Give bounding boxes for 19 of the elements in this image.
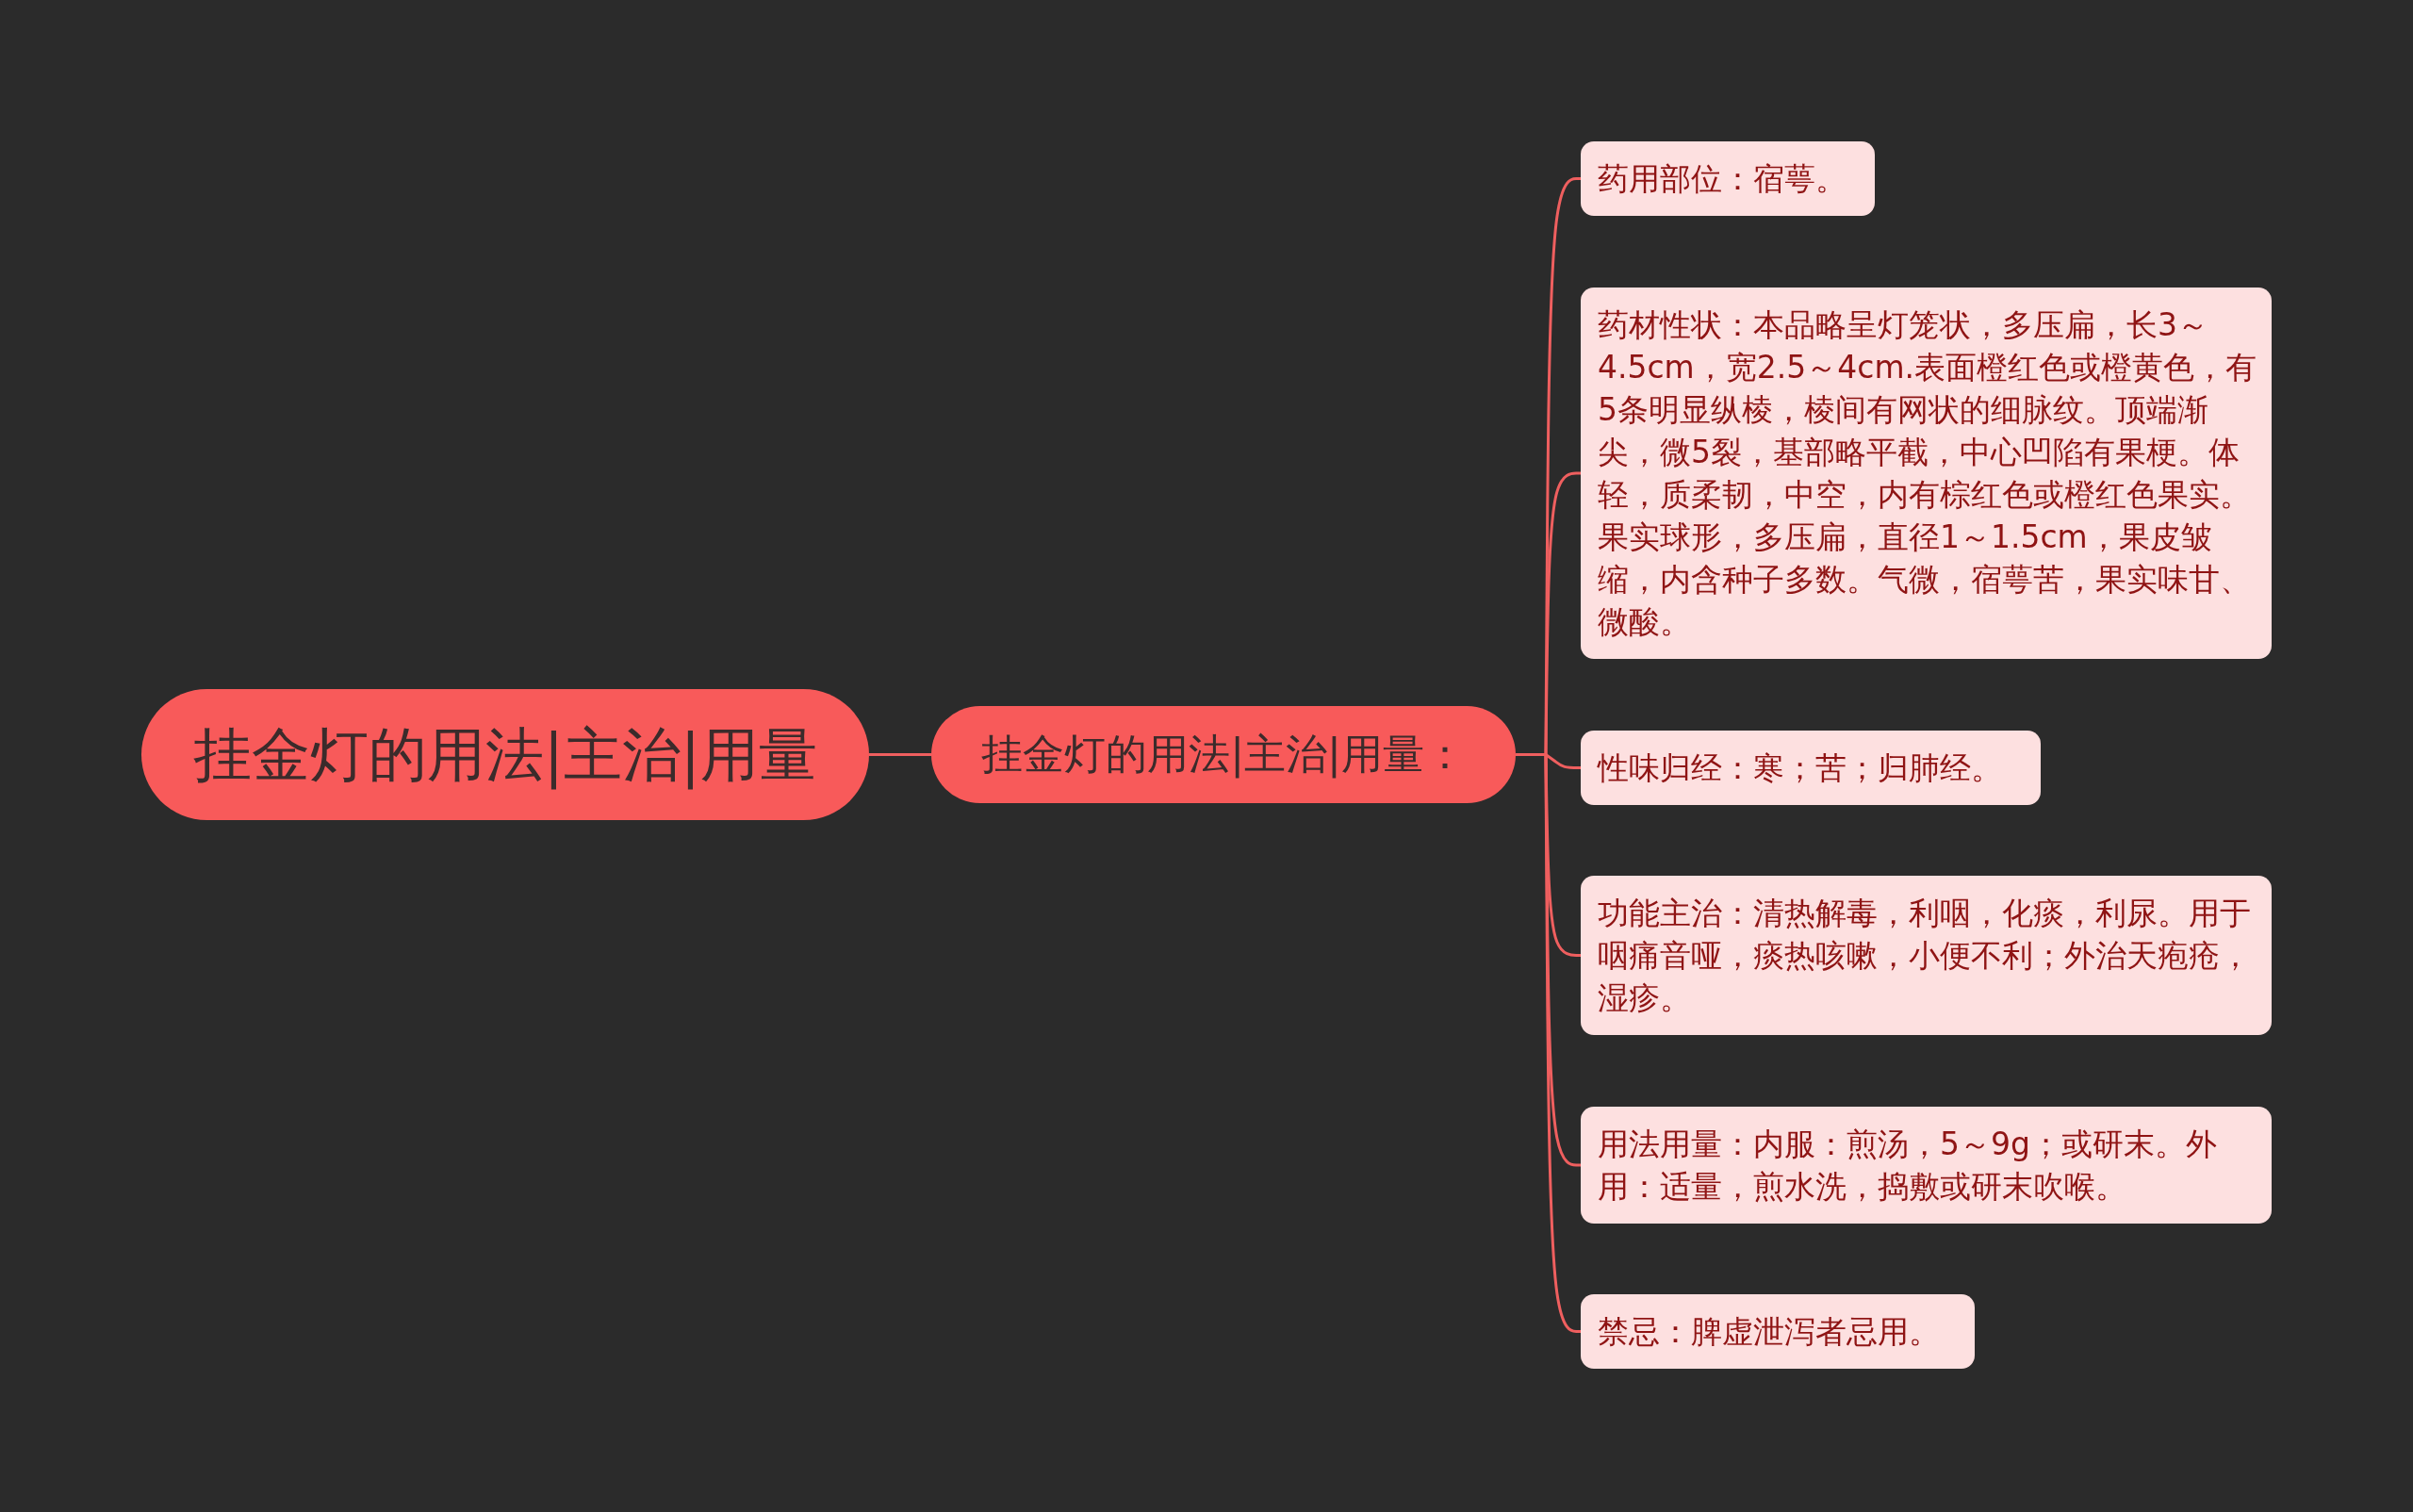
subtopic-box	[1581, 1294, 1975, 1369]
subtopic-box	[1581, 1107, 2272, 1224]
connector-line	[1544, 471, 1581, 755]
topic-text: 用法用量：内服：煎汤，5～9g；或研末。外用：适量，煎水洗，捣敷或研末吹喉。	[1598, 1125, 2218, 1207]
connector-line	[1544, 177, 1581, 755]
topic-text: 性味归经：寒；苦；归肺经。	[1598, 748, 2003, 788]
topic-text: 药材性状：本品略呈灯笼状，多压扁，长3～4.5cm，宽2.5～4cm.表面橙红色或橙黄色，有5条明显纵棱，棱间有网状的细脉纹。顶端渐尖，微5裂，基部略平截，中心凹陷有果梗。体轻，质柔韧，中空，内有棕红色或橙红色果实。果实球形，多压扁，直径1～1.5cm，果皮皱缩，内含种子多数。气微，宿萼苦，果实味甘、微酸。	[1598, 305, 2258, 642]
topic-text: 禁忌：脾虚泄泻者忌用。	[1598, 1312, 1941, 1352]
topic-text: 药用部位：宿萼。	[1598, 159, 1847, 199]
connector-line	[869, 753, 931, 756]
subtopic-box	[1581, 141, 1875, 216]
topic-text: 挂金灯的用法|主治|用量：	[981, 729, 1466, 781]
subtopic-box	[1581, 731, 2041, 805]
topic-text: 挂金灯的用法|主治|用量	[193, 718, 817, 792]
subtopic-box	[1581, 876, 2272, 1035]
connector-line	[1516, 753, 1546, 756]
connector-line	[1545, 753, 1581, 769]
topic-text: 功能主治：清热解毒，利咽，化痰，利尿。用于咽痛音哑，痰热咳嗽，小便不利；外治天疱疮，湿疹。	[1598, 894, 2252, 1018]
connector-line	[1544, 754, 1581, 1333]
